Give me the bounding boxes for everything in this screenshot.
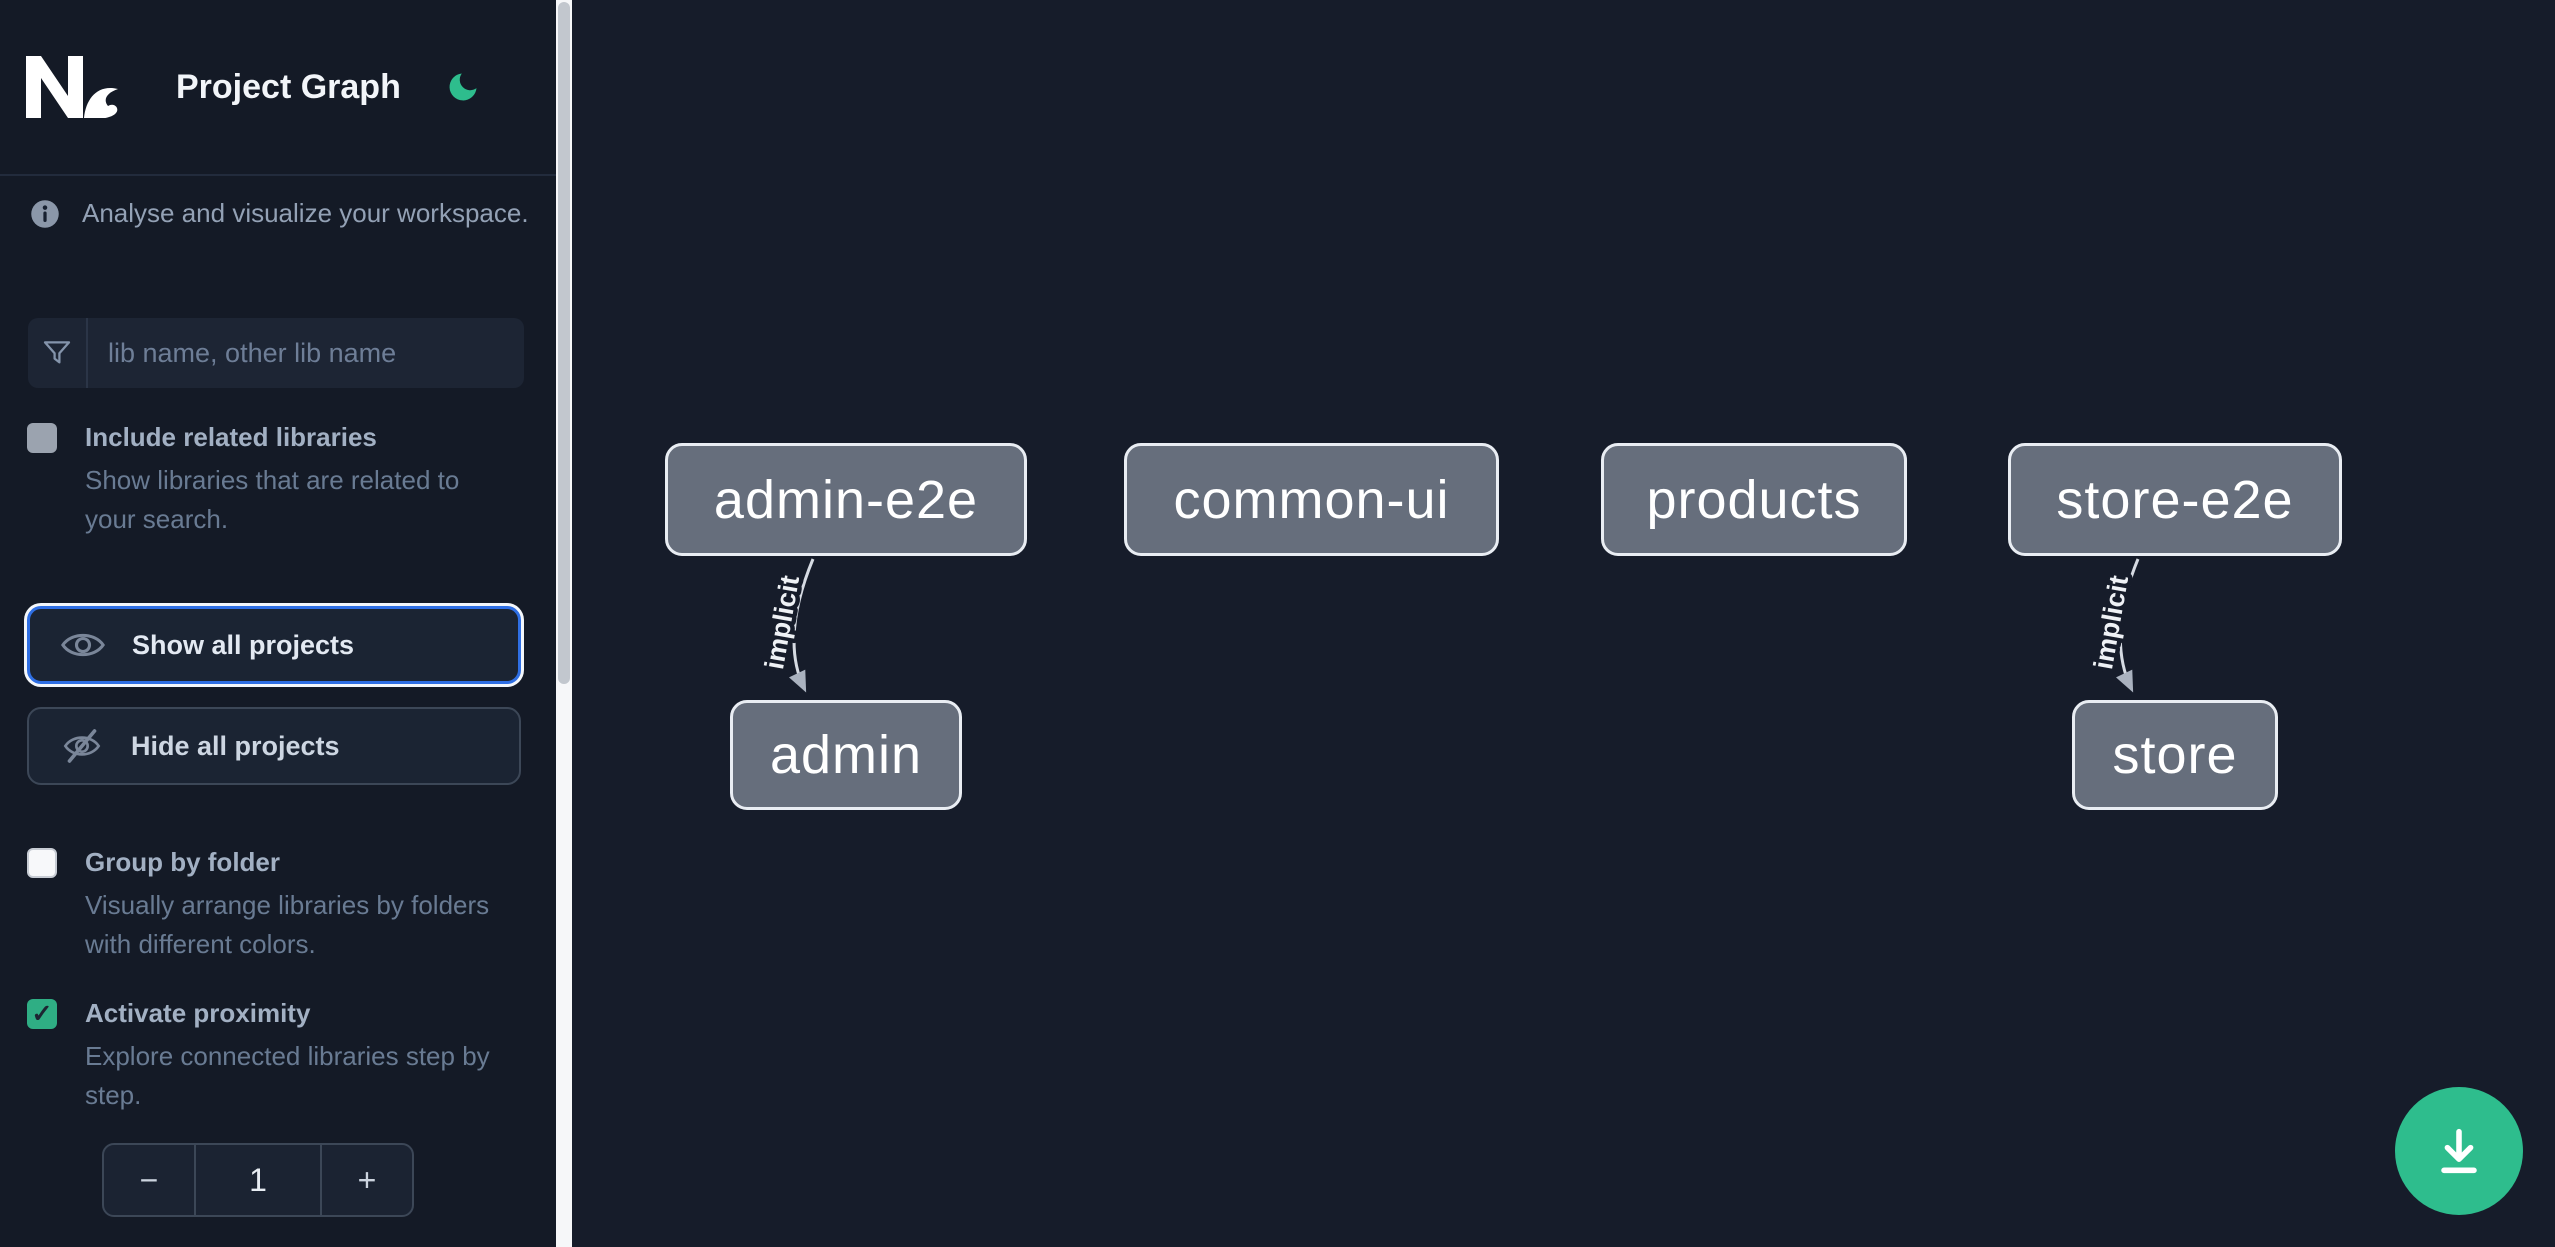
project-node-admin-e2e[interactable]: admin-e2e <box>665 443 1027 556</box>
sidebar-scrollbar-track <box>556 0 572 1247</box>
search-box <box>28 318 524 388</box>
search-icon-cell <box>28 318 88 388</box>
tagline-row: Analyse and visualize your workspace. <box>30 198 529 229</box>
filter-funnel-icon <box>43 341 71 364</box>
include-related-checkbox[interactable] <box>27 423 57 453</box>
search-input[interactable] <box>88 318 524 388</box>
sidebar-header: Project Graph <box>0 0 556 176</box>
page-title: Project Graph <box>176 67 401 106</box>
option-description: Visually arrange libraries by folders wi… <box>85 890 490 959</box>
option-label: Group by folder <box>85 847 280 877</box>
graph-canvas[interactable] <box>572 0 2555 1247</box>
project-node-products[interactable]: products <box>1601 443 1907 556</box>
proximity-depth-stepper: − 1 + <box>102 1143 414 1217</box>
project-node-store-e2e[interactable]: store-e2e <box>2008 443 2342 556</box>
download-image-button[interactable] <box>2395 1087 2523 1215</box>
project-node-store[interactable]: store <box>2072 700 2278 810</box>
edge-store-e2e-to-store[interactable] <box>2116 558 2140 693</box>
eye-off-icon <box>63 729 101 763</box>
project-node-common-ui[interactable]: common-ui <box>1124 443 1499 556</box>
tagline-text: Analyse and visualize your workspace. <box>82 198 529 228</box>
sidebar: Project Graph Analyse and visualize your… <box>0 0 556 1247</box>
theme-toggle-button[interactable] <box>445 69 481 105</box>
option-label: Include related libraries <box>85 422 377 452</box>
option-group-by-folder: Group by folder Visually arrange librari… <box>27 846 507 964</box>
option-text: Group by folder Visually arrange librari… <box>85 846 507 964</box>
option-text: Include related libraries Show libraries… <box>85 421 507 539</box>
moon-icon <box>449 73 477 101</box>
edge-admin-e2e-to-admin[interactable] <box>789 558 815 693</box>
show-all-projects-button[interactable]: Show all projects <box>27 606 521 684</box>
activate-proximity-checkbox[interactable]: ✓ <box>27 999 57 1029</box>
info-icon <box>31 199 59 228</box>
download-icon <box>2441 1128 2477 1174</box>
button-label: Show all projects <box>132 629 355 660</box>
hide-all-projects-button[interactable]: Hide all projects <box>27 707 521 785</box>
option-label: Activate proximity <box>85 998 311 1028</box>
group-by-folder-checkbox[interactable] <box>27 848 57 878</box>
button-label: Hide all projects <box>131 730 340 761</box>
checkmark-icon: ✓ <box>31 999 53 1028</box>
option-activate-proximity: ✓ Activate proximity Explore connected l… <box>27 997 507 1115</box>
stepper-increment-button[interactable]: + <box>320 1145 412 1215</box>
project-node-admin[interactable]: admin <box>730 700 962 810</box>
option-include-related-libraries: Include related libraries Show libraries… <box>27 421 507 539</box>
eye-icon <box>61 633 105 657</box>
option-text: Activate proximity Explore connected lib… <box>85 997 507 1115</box>
nx-logo <box>26 56 118 118</box>
option-description: Show libraries that are related to your … <box>85 465 460 534</box>
option-description: Explore connected libraries step by step… <box>85 1041 490 1110</box>
sidebar-scrollbar-thumb[interactable] <box>558 2 570 684</box>
stepper-value[interactable]: 1 <box>249 1161 267 1198</box>
stepper-decrement-button[interactable]: − <box>104 1145 196 1215</box>
